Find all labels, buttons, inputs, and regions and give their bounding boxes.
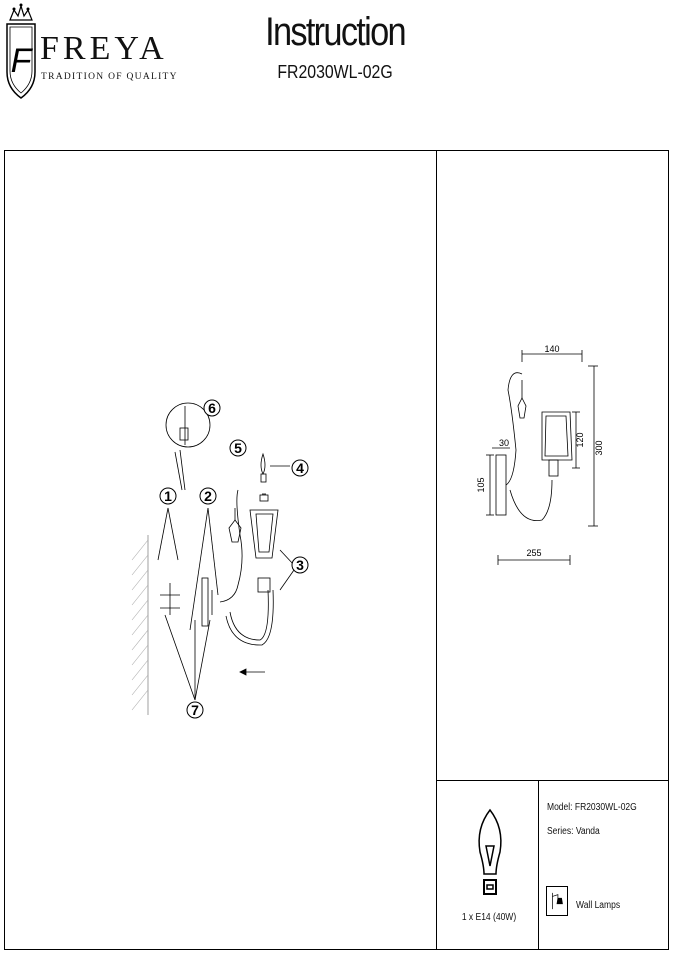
dim-width-top: 140 (544, 344, 559, 354)
callout-1: 1 (164, 488, 172, 504)
callout-4: 4 (296, 460, 304, 476)
callout-2: 2 (204, 488, 212, 504)
content-frame (4, 150, 669, 950)
dim-height-total: 300 (594, 440, 604, 455)
category-label: Wall Lamps (576, 900, 621, 911)
dim-width-total: 255 (526, 548, 541, 558)
spec-divider (538, 780, 539, 950)
document-title: Instruction (265, 10, 406, 54)
dim-mount-height: 105 (476, 477, 486, 492)
callout-3: 3 (296, 557, 304, 573)
callout-7: 7 (191, 702, 199, 718)
callout-5: 5 (234, 440, 242, 456)
frame-divider-horizontal (436, 780, 669, 781)
model-label: Model: FR2030WL-02G (547, 802, 637, 813)
series-label: Series: Vanda (547, 826, 600, 837)
dimension-drawing: 140 30 300 120 105 255 (476, 344, 604, 565)
crest-monogram: F (11, 42, 34, 80)
assembly-diagram: 1 2 3 4 5 6 7 (131, 399, 309, 719)
brand-name: FREYA (40, 30, 168, 67)
dim-offset: 30 (499, 438, 509, 448)
product-code: FR2030WL-02G (277, 62, 393, 82)
freya-crest-logo: F (6, 3, 36, 99)
dim-height-shade: 120 (575, 432, 585, 447)
frame-divider-vertical (436, 150, 437, 950)
bulb-icon (478, 808, 502, 895)
callout-6: 6 (208, 400, 216, 416)
bulb-spec: 1 x E14 (40W) (461, 912, 517, 923)
brand-tagline: TRADITION OF QUALITY (41, 72, 178, 82)
wall-lamp-icon (546, 886, 568, 916)
